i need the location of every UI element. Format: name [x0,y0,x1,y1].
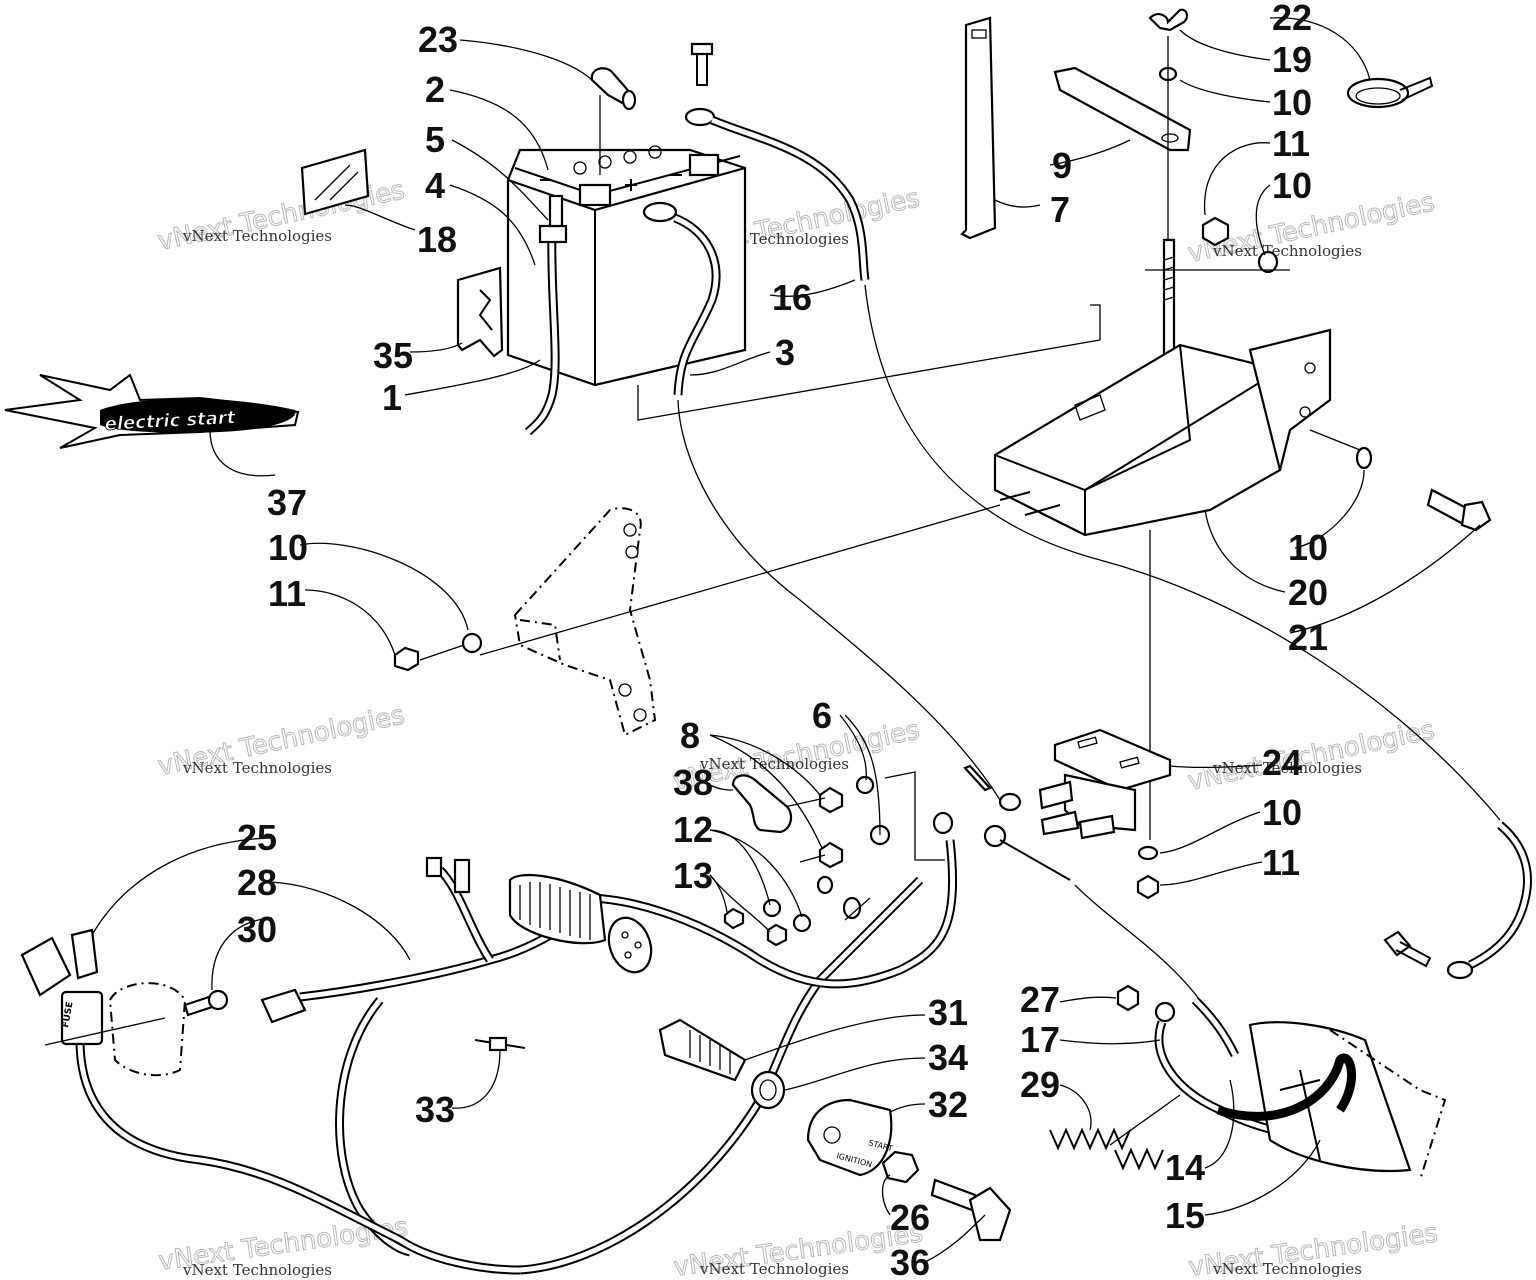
assembly-lines [479,269,1361,840]
callout-34: 34 [928,1037,968,1078]
callout-14: 14 [1165,1147,1205,1188]
callout-30: 30 [237,909,277,950]
bolt-icon [1355,446,1492,532]
callout-15: 15 [1165,1195,1205,1236]
wiring-harness-icon [75,839,958,1275]
callout-10: 10 [1262,792,1302,833]
watermark-small: vNext Technologies [699,755,849,773]
callout-13: 13 [673,855,713,896]
callout-10: 10 [1288,527,1328,568]
callout-27: 27 [1020,979,1060,1020]
watermark-small: vNext Technologies [182,227,332,245]
ignition-key-icon [881,1150,1012,1242]
leader-lines [91,17,1481,1263]
callout-16: 16 [772,277,812,318]
callout-38: 38 [673,762,713,803]
nut-washer-left-icon [393,632,483,672]
cable-tie-icon [1346,76,1434,109]
terminal-boot-icon [731,774,793,834]
callout-10: 10 [1272,82,1312,123]
callout-1: 1 [382,377,402,418]
callout-10: 10 [268,527,308,568]
nut-washer-icon [1201,216,1279,274]
nut-washer-solenoid-icon [1136,845,1160,900]
callout-20: 20 [1288,572,1328,613]
callout-11: 11 [1272,123,1310,164]
callout-8: 8 [680,715,700,756]
callout-32: 32 [928,1084,968,1125]
callout-21: 21 [1288,617,1328,658]
callout-22: 22 [1272,0,1312,38]
frame-bracket-outline [513,507,657,737]
callout-31: 31 [928,992,968,1033]
electric-start-star-logo: electric start [4,373,300,449]
battery-icon [506,145,747,387]
callout-11: 11 [1262,842,1300,883]
callout-9: 9 [1052,145,1072,186]
positive-cable-icon [642,201,1001,801]
callout-33: 33 [415,1089,455,1130]
callout-11: 11 [268,573,306,614]
callout-10: 10 [1272,165,1312,206]
negative-cable-icon [684,42,1532,980]
callout-12: 12 [673,809,713,850]
fuse-icon: FUSE [20,928,229,1077]
watermark-small: vNext Technologies [699,1260,849,1278]
battery-pad-icon [300,148,370,216]
watermark-small: vNext Technologies [1212,1260,1362,1278]
callout-numbers: 23 2 5 4 18 35 1 37 10 11 16 3 7 9 22 19… [237,0,1328,1280]
callout-26: 26 [890,1197,930,1238]
vent-tube-icon [524,194,568,436]
callout-17: 17 [1020,1019,1060,1060]
terminal-cap-icon [590,67,637,175]
callout-4: 4 [425,165,445,206]
watermark-small: vNext Technologies [182,1261,332,1279]
battery-bracket-icon [456,266,504,358]
clamp-bracket-icon [1053,66,1192,152]
callout-7: 7 [1050,189,1070,230]
watermark-small: vNext Technologies [1212,242,1362,260]
starter-motor-icon [1216,1021,1447,1181]
watermark-small: vNext Technologies [182,759,332,777]
callout-23: 23 [418,19,458,60]
fuse-label: FUSE [61,1001,75,1028]
callout-37: 37 [267,482,307,523]
callout-5: 5 [425,119,445,160]
starter-solenoid-icon [963,728,1172,840]
callout-29: 29 [1020,1064,1060,1105]
callout-35: 35 [373,335,413,376]
ignition-plate-icon: IGNITION START [806,1098,894,1177]
strap-icon [960,16,997,240]
callout-18: 18 [417,219,457,260]
callout-2: 2 [425,69,445,110]
starter-cable-icon [999,839,1240,1058]
callout-25: 25 [237,817,277,858]
watermark-large: vNext Technologies [1185,715,1437,797]
callout-19: 19 [1272,39,1312,80]
ignition-switch-icon [658,1018,786,1110]
callout-3: 3 [775,332,795,373]
callout-24: 24 [1262,742,1302,783]
callout-28: 28 [237,862,277,903]
watermark-small: vNext Technologies [1212,759,1362,777]
battery-tray-icon [993,328,1332,537]
callout-36: 36 [890,1242,930,1280]
callout-6: 6 [812,695,832,736]
spring-icon [1049,1094,1181,1171]
